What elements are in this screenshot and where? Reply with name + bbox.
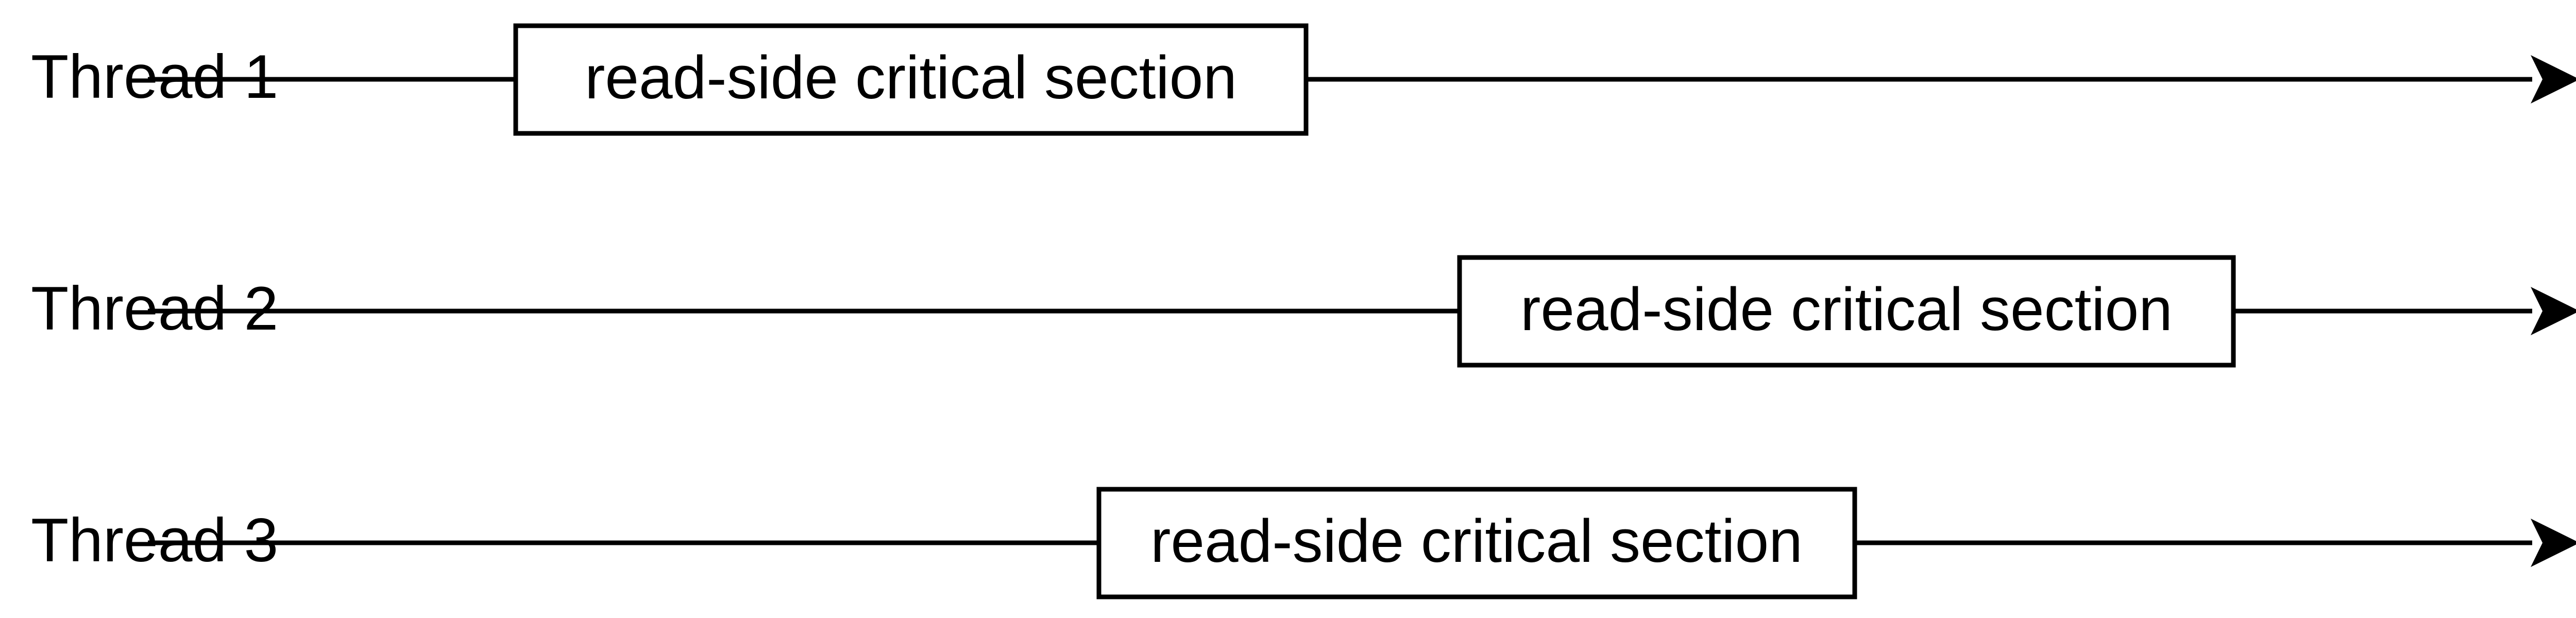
thread-row-1: Thread 1 read-side critical section <box>31 23 2576 136</box>
thread-label-2: Thread 2 <box>31 274 278 343</box>
thread-label-3: Thread 3 <box>31 506 278 575</box>
critical-section-box-3 <box>1096 487 1857 599</box>
critical-section-box-2 <box>1457 255 2236 368</box>
thread-row-2: Thread 2 read-side critical section <box>31 255 2576 368</box>
critical-section-label-3: read-side critical section <box>1150 507 1803 575</box>
arrow-right-icon-2 <box>2531 287 2576 335</box>
critical-section-box-1 <box>513 23 1309 136</box>
thread-row-3: Thread 3 read-side critical section <box>31 487 2576 599</box>
thread-label-1: Thread 1 <box>31 42 278 111</box>
critical-section-label-2: read-side critical section <box>1520 276 2173 344</box>
arrow-right-icon-3 <box>2531 519 2576 567</box>
arrow-right-icon-1 <box>2531 55 2576 104</box>
critical-section-label-1: read-side critical section <box>585 44 1237 112</box>
